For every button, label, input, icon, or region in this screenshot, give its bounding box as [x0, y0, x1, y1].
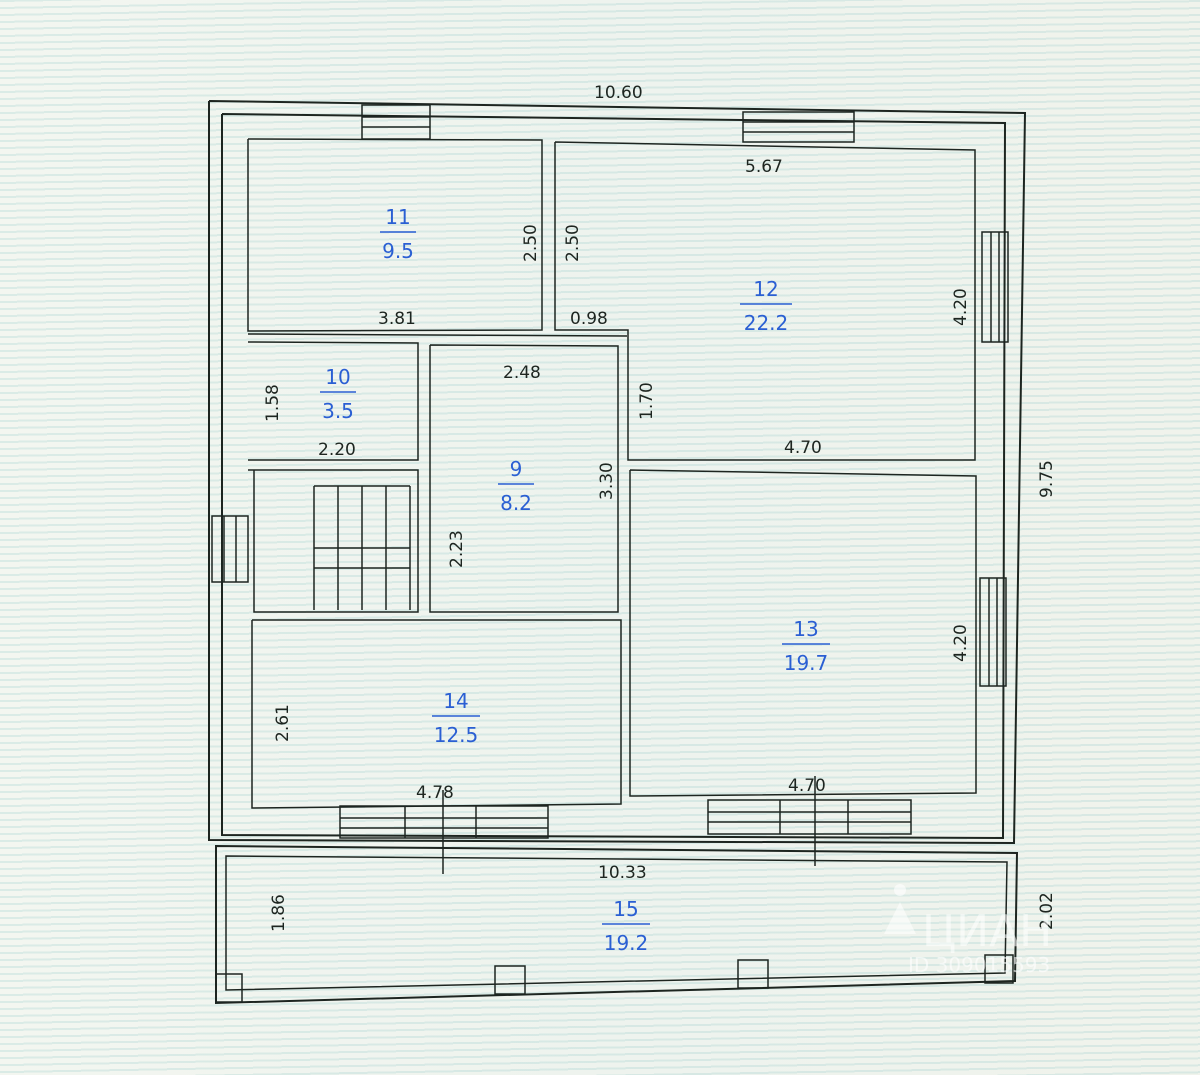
- outer-walls: [208, 100, 1027, 845]
- dim-room14-bottom: 4.78: [416, 783, 454, 803]
- dim-room10-height: 1.58: [263, 384, 283, 422]
- svg-text:19.2: 19.2: [604, 931, 649, 955]
- dim-room13-window-height: 4.20: [951, 624, 971, 662]
- dim-outer-right: 9.75: [1037, 460, 1057, 498]
- balcony-walls: [215, 844, 1019, 1005]
- dimension-labels: 10.60 5.67 2.50 2.50 3.81 0.98 2.48 1.58…: [263, 83, 1057, 932]
- watermark: ЦИАН ID 309015593: [884, 884, 1052, 977]
- dim-step-offset: 0.98: [570, 309, 608, 329]
- dim-outer-top: 10.60: [594, 83, 643, 103]
- svg-text:9: 9: [510, 457, 523, 481]
- dim-balcony-height: 1.86: [269, 894, 289, 932]
- dim-room12-left-height: 2.50: [563, 224, 583, 262]
- room-14-label: 14 12.5: [432, 689, 480, 747]
- watermark-id: ID 309015593: [908, 953, 1050, 977]
- room-10-label: 10 3.5: [320, 365, 356, 423]
- dim-room11-right-height: 2.50: [521, 224, 541, 262]
- cian-logo-icon: [884, 884, 916, 934]
- svg-text:11: 11: [385, 205, 410, 229]
- room-11-label: 11 9.5: [380, 205, 416, 263]
- svg-text:13: 13: [793, 617, 818, 641]
- svg-text:12.5: 12.5: [434, 723, 479, 747]
- dim-room14-height: 2.61: [273, 704, 293, 742]
- dim-room12-top: 5.67: [745, 157, 783, 177]
- room-9-label: 9 8.2: [498, 457, 534, 515]
- dim-room12-bottom: 4.70: [784, 438, 822, 458]
- dim-room9-height: 3.30: [597, 462, 617, 500]
- dim-room9-top: 2.48: [503, 363, 541, 383]
- svg-text:14: 14: [443, 689, 468, 713]
- dim-room12-inner-height: 1.70: [637, 382, 657, 420]
- svg-text:8.2: 8.2: [500, 491, 532, 515]
- dim-room12-window-height: 4.20: [951, 288, 971, 326]
- room-15-label: 15 19.2: [602, 897, 650, 955]
- dim-stairs-height: 2.23: [447, 530, 467, 568]
- svg-text:12: 12: [753, 277, 778, 301]
- staircase: [313, 485, 411, 610]
- watermark-brand: ЦИАН: [922, 906, 1052, 957]
- windows: [211, 104, 1009, 874]
- svg-text:19.7: 19.7: [784, 651, 829, 675]
- svg-text:9.5: 9.5: [382, 239, 414, 263]
- room-12-label: 12 22.2: [740, 277, 792, 335]
- svg-text:22.2: 22.2: [744, 311, 789, 335]
- svg-text:15: 15: [613, 897, 638, 921]
- dim-room10-bottom: 2.20: [318, 440, 356, 460]
- svg-text:10: 10: [325, 365, 350, 389]
- room-labels: 11 9.5 12 22.2 10 3.5 9 8.2 13 19.7 14 1…: [320, 205, 830, 955]
- inner-walls: [247, 138, 977, 809]
- svg-text:3.5: 3.5: [322, 399, 354, 423]
- dim-balcony-right-height: 2.02: [1037, 892, 1057, 930]
- dim-room13-bottom: 4.70: [788, 776, 826, 796]
- dim-balcony-width: 10.33: [598, 863, 647, 883]
- dim-room11-bottom: 3.81: [378, 309, 416, 329]
- room-13-label: 13 19.7: [782, 617, 830, 675]
